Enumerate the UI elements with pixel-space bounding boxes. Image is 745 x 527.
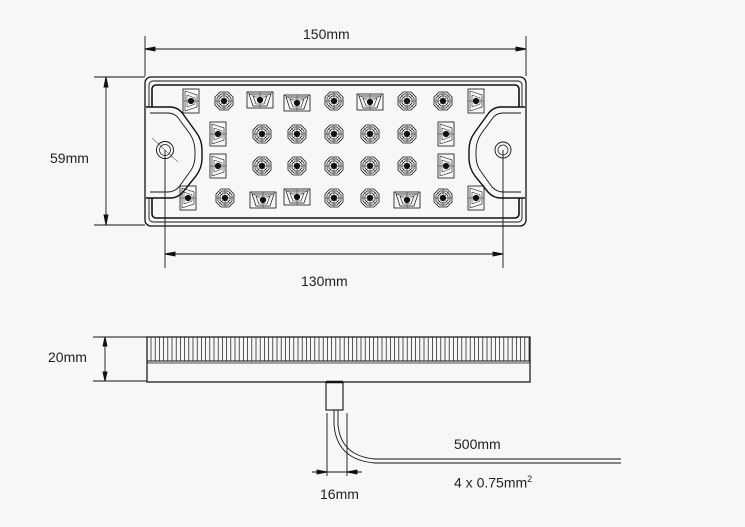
top-view — [144, 76, 527, 227]
dimension-width-label: 150mm — [303, 26, 350, 42]
cable-spec-superscript: 2 — [527, 474, 533, 484]
dimension-59mm-lines — [94, 76, 145, 226]
dimension-16mm-lines — [312, 413, 362, 476]
dimension-150mm-lines — [144, 36, 527, 76]
dimension-connector-label: 16mm — [320, 486, 359, 502]
cable-spec-label: 4 x 0.75mm2 — [454, 474, 532, 491]
side-view — [146, 336, 621, 464]
dimension-depth-label: 20mm — [48, 349, 87, 365]
dimension-height-label: 59mm — [50, 150, 89, 166]
cable-spec-text: 4 x 0.75mm — [454, 474, 528, 491]
dimension-hole-spacing-label: 130mm — [301, 273, 348, 289]
dimension-130mm-lines — [164, 150, 504, 268]
dimension-cable-length-label: 500mm — [454, 436, 501, 452]
dimension-20mm-lines — [93, 336, 147, 382]
